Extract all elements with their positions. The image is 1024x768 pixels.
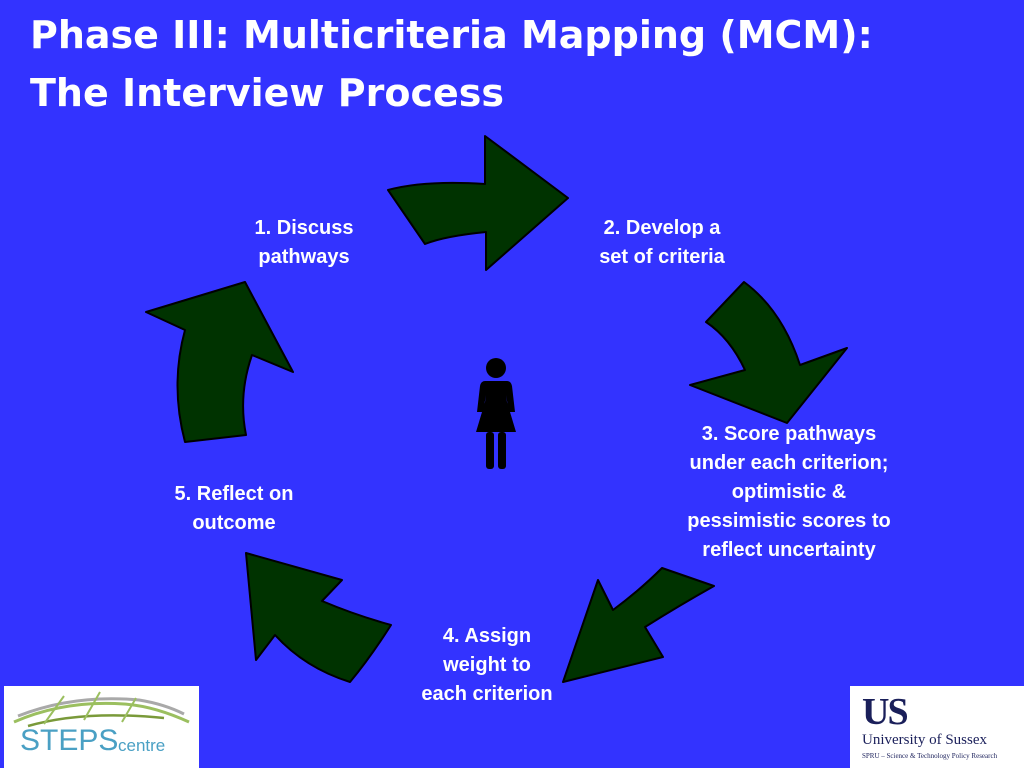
page-title-line-1: Phase III: Multicriteria Mapping (MCM):	[30, 13, 873, 57]
page-title-line-2: The Interview Process	[30, 71, 504, 115]
cycle-arrow-5	[145, 281, 294, 443]
step-4-line-3: each criterion	[421, 683, 553, 705]
step-4-label: 4. Assign weight to each criterion	[392, 622, 582, 709]
cycle-arrow-2	[689, 281, 848, 424]
steps-logo-sup: centre	[118, 736, 166, 755]
sussex-logo-name: University of Sussex	[862, 732, 987, 748]
step-2-line-2: set of criteria	[599, 246, 725, 268]
cycle-arrow-4	[245, 552, 392, 683]
cycle-arrow-1	[387, 135, 569, 271]
step-1-line-1: 1. Discuss	[254, 217, 354, 239]
page-title: Phase III: Multicriteria Mapping (MCM): …	[30, 6, 873, 122]
sussex-logo-mark: US	[862, 691, 909, 733]
step-2-line-1: 2. Develop a	[603, 217, 721, 239]
person-icon	[476, 358, 516, 469]
university-of-sussex-logo: US University of Sussex SPRU – Science &…	[850, 686, 1024, 768]
step-3-line-5: reflect uncertainty	[702, 539, 876, 561]
cycle-arrow-3	[562, 567, 715, 683]
step-4-line-2: weight to	[443, 654, 531, 676]
step-1-label: 1. Discuss pathways	[234, 214, 374, 272]
step-5-line-2: outcome	[192, 512, 276, 534]
steps-centre-logo: STEPS centre	[4, 686, 199, 768]
step-5-label: 5. Reflect on outcome	[144, 480, 324, 538]
step-3-line-2: under each criterion;	[689, 452, 889, 474]
step-3-label: 3. Score pathways under each criterion; …	[654, 420, 924, 565]
step-3-line-3: optimistic &	[731, 481, 847, 503]
steps-logo-lines-icon	[13, 691, 190, 728]
step-2-label: 2. Develop a set of criteria	[572, 214, 752, 272]
step-3-line-4: pessimistic scores to	[687, 510, 891, 532]
step-3-line-1: 3. Score pathways	[701, 423, 877, 445]
steps-logo-text: STEPS	[20, 724, 119, 757]
sussex-logo-sub: SPRU – Science & Technology Policy Resea…	[862, 752, 998, 760]
step-4-line-1: 4. Assign	[442, 625, 532, 647]
step-5-line-1: 5. Reflect on	[174, 483, 294, 505]
step-1-line-2: pathways	[258, 246, 350, 268]
